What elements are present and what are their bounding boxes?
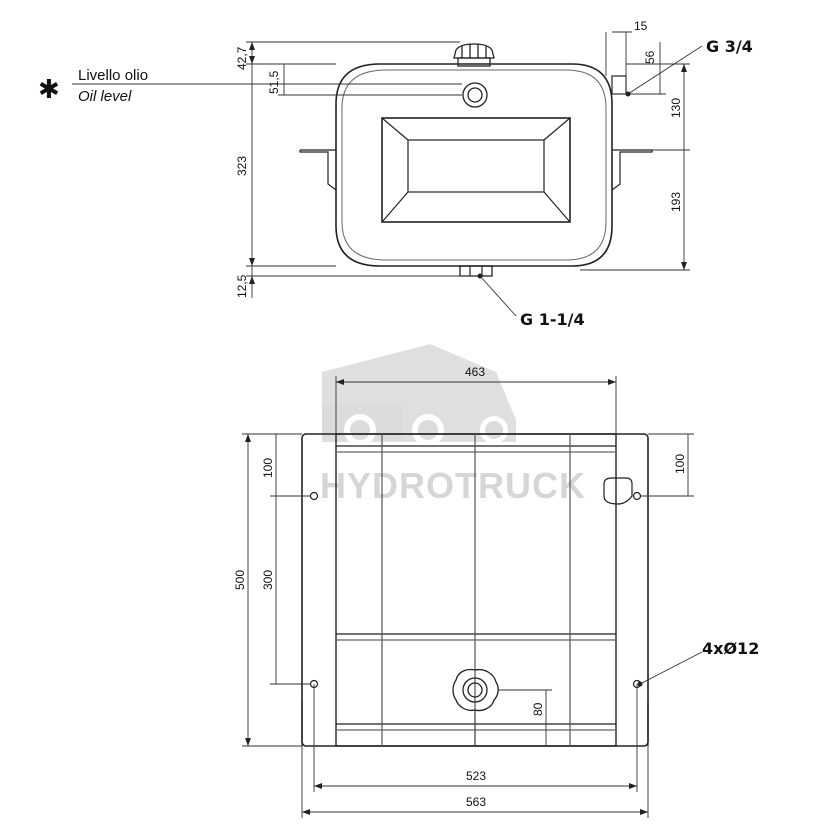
mount-bracket-right [611,149,653,191]
port-bottom-label: G 1-1/4 [520,310,585,329]
side-view [299,43,653,277]
return-port-top [603,477,633,505]
top-dimensions [242,376,703,818]
dim-left-100: 100 [261,458,275,478]
dim-depth: 500 [233,570,247,590]
dim-top-cap: 42,7 [235,46,249,70]
dim-holes-width: 523 [466,769,486,783]
oil-level-label-en: Oil level [78,88,132,105]
dim-bottom-port: 12,5 [235,274,249,298]
oil-level-symbol: ✱ [38,75,60,105]
dim-port-80: 80 [531,702,545,716]
dim-right-130: 130 [669,98,683,118]
oil-level-label-it: Livello olio [78,67,148,84]
holes-label: 4xØ12 [702,639,759,658]
side-dimensions [72,31,703,317]
mount-hole-tr [632,491,642,501]
dim-bracket-h: 56 [643,50,657,64]
watermark-truck-icon [322,344,516,446]
dim-height: 323 [235,156,249,176]
mount-bracket-left [299,149,337,191]
dim-bracket-w: 15 [634,19,648,33]
dim-inner-width: 463 [465,365,485,379]
port-top-label: G 3/4 [706,37,753,56]
top-view [301,433,649,747]
drain-port-stub [459,265,493,277]
dim-right-193: 193 [669,192,683,212]
mount-hole-tl [309,491,319,501]
filler-cap-side [453,43,495,67]
oil-level-gauge [462,82,488,108]
watermark-text: HYDROTRUCK [320,465,586,506]
dim-left-300: 300 [261,570,275,590]
tank-body-outline [335,63,613,267]
sight-window-outer [381,117,571,223]
sight-window-inner [407,139,545,193]
dim-oil-level: 51,5 [267,70,281,94]
tank-top-outline [335,433,617,747]
dimension-arrowheads [245,42,687,815]
dim-overall-width: 563 [466,795,486,809]
dim-right-100: 100 [673,454,687,474]
return-port-stub [611,75,627,95]
